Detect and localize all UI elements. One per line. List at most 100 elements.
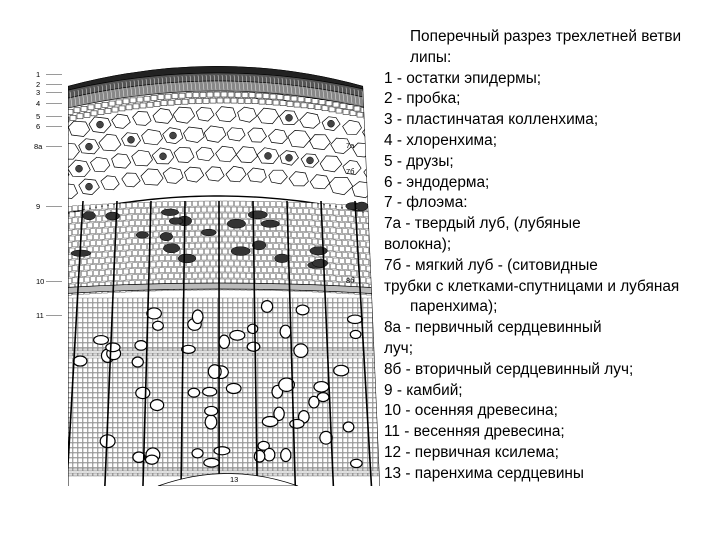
xylem-cell bbox=[323, 423, 328, 428]
xylem-cell bbox=[73, 458, 78, 463]
xylem-cell bbox=[168, 373, 173, 378]
xylem-cell bbox=[63, 343, 68, 348]
xylem-cell bbox=[168, 458, 173, 463]
xylem-cell bbox=[248, 458, 253, 463]
diagram-label: 7а bbox=[346, 141, 355, 150]
xylem-cell bbox=[338, 463, 343, 468]
chlorenchyma-cell bbox=[47, 165, 69, 182]
xylem-cell bbox=[88, 338, 93, 343]
xylem-cell bbox=[313, 433, 318, 438]
xylem-cell bbox=[313, 313, 318, 318]
phloem-cell bbox=[259, 261, 264, 266]
xylem-cell bbox=[338, 393, 343, 398]
xylem-cell bbox=[88, 333, 93, 338]
xylem-cell bbox=[223, 393, 228, 398]
xylem-cell bbox=[78, 423, 83, 428]
xylem-cell bbox=[353, 453, 358, 458]
xylem-cell bbox=[263, 388, 268, 393]
xylem-cell bbox=[343, 323, 348, 328]
xylem-cell bbox=[128, 393, 133, 398]
xylem-cell bbox=[343, 468, 348, 471]
xylem-cell bbox=[78, 443, 83, 448]
phloem-cell bbox=[349, 229, 354, 234]
xylem-cell bbox=[338, 418, 343, 423]
xylem-cell bbox=[58, 323, 63, 328]
xylem-cell bbox=[113, 323, 118, 328]
xylem-cell bbox=[348, 388, 353, 393]
xylem-cell bbox=[63, 323, 68, 328]
phloem-cell bbox=[226, 207, 231, 212]
xylem-cell bbox=[373, 313, 378, 318]
xylem-cell bbox=[163, 393, 168, 398]
phloem-cell bbox=[313, 239, 318, 244]
xylem-cell bbox=[98, 413, 103, 418]
xylem-cell bbox=[293, 328, 298, 333]
phloem-cell bbox=[316, 221, 321, 226]
collenchyma-cell bbox=[333, 102, 339, 107]
xylem-cell bbox=[243, 468, 248, 471]
chlorenchyma-cell bbox=[101, 176, 119, 190]
xylem-cell bbox=[213, 303, 218, 308]
xylem-cell bbox=[233, 318, 238, 323]
xylem-cell bbox=[258, 323, 263, 328]
collenchyma-cell bbox=[210, 98, 216, 103]
xylem-cell bbox=[188, 338, 193, 343]
vessel bbox=[205, 406, 218, 415]
xylem-cell bbox=[173, 453, 178, 458]
xylem-cell bbox=[123, 458, 128, 463]
xylem-cell bbox=[148, 473, 153, 476]
xylem-cell bbox=[353, 403, 358, 408]
xylem-cell bbox=[373, 308, 378, 313]
vessel bbox=[150, 400, 163, 411]
phloem-cell bbox=[373, 218, 378, 223]
xylem-cell bbox=[133, 298, 138, 303]
xylem-cell bbox=[193, 418, 198, 423]
xylem-cell bbox=[98, 418, 103, 423]
phloem-cell bbox=[232, 207, 237, 212]
xylem-cell bbox=[93, 408, 98, 413]
xylem-cell bbox=[318, 353, 323, 356]
xylem-cell bbox=[98, 328, 103, 333]
xylem-cell bbox=[308, 353, 313, 356]
xylem-cell bbox=[258, 353, 263, 356]
xylem-cell bbox=[238, 353, 243, 356]
phloem-cell bbox=[265, 237, 270, 242]
phloem-cell bbox=[373, 242, 378, 247]
phloem-cell bbox=[118, 233, 123, 238]
xylem-cell bbox=[88, 453, 93, 458]
xylem-cell bbox=[258, 423, 263, 428]
xylem-cell bbox=[58, 393, 63, 398]
phloem-cell bbox=[118, 221, 123, 226]
phloem-cell bbox=[190, 231, 195, 236]
xylem-cell bbox=[368, 328, 373, 333]
phloem-cell bbox=[106, 258, 111, 263]
xylem-cell bbox=[323, 468, 328, 471]
collenchyma-cell bbox=[284, 95, 290, 100]
xylem-cell bbox=[348, 373, 353, 378]
xylem-cell bbox=[133, 378, 138, 383]
phloem-cell bbox=[256, 267, 261, 272]
xylem-cell bbox=[183, 358, 188, 363]
chlorenchyma-cell bbox=[236, 147, 257, 163]
phloem-cell bbox=[352, 235, 357, 240]
xylem-cell bbox=[228, 318, 233, 323]
phloem-cell bbox=[316, 209, 321, 214]
phloem-cell bbox=[223, 225, 228, 230]
xylem-cell bbox=[168, 383, 173, 388]
xylem-cell bbox=[313, 308, 318, 313]
xylem-cell bbox=[208, 453, 213, 458]
xylem-cell bbox=[78, 403, 83, 408]
xylem-cell bbox=[373, 398, 378, 403]
phloem-cell bbox=[64, 284, 69, 289]
phloem-cell bbox=[91, 265, 96, 270]
legend-item: 13 - паренхима сердцевины bbox=[384, 464, 714, 485]
xylem-cell bbox=[118, 338, 123, 343]
xylem-cell bbox=[128, 428, 133, 433]
xylem-cell bbox=[233, 358, 238, 363]
xylem-cell bbox=[333, 408, 338, 413]
xylem-cell bbox=[308, 408, 313, 413]
xylem-cell bbox=[183, 448, 188, 453]
xylem-cell bbox=[343, 298, 348, 303]
vessel bbox=[350, 330, 361, 338]
collenchyma-cell bbox=[214, 92, 220, 97]
